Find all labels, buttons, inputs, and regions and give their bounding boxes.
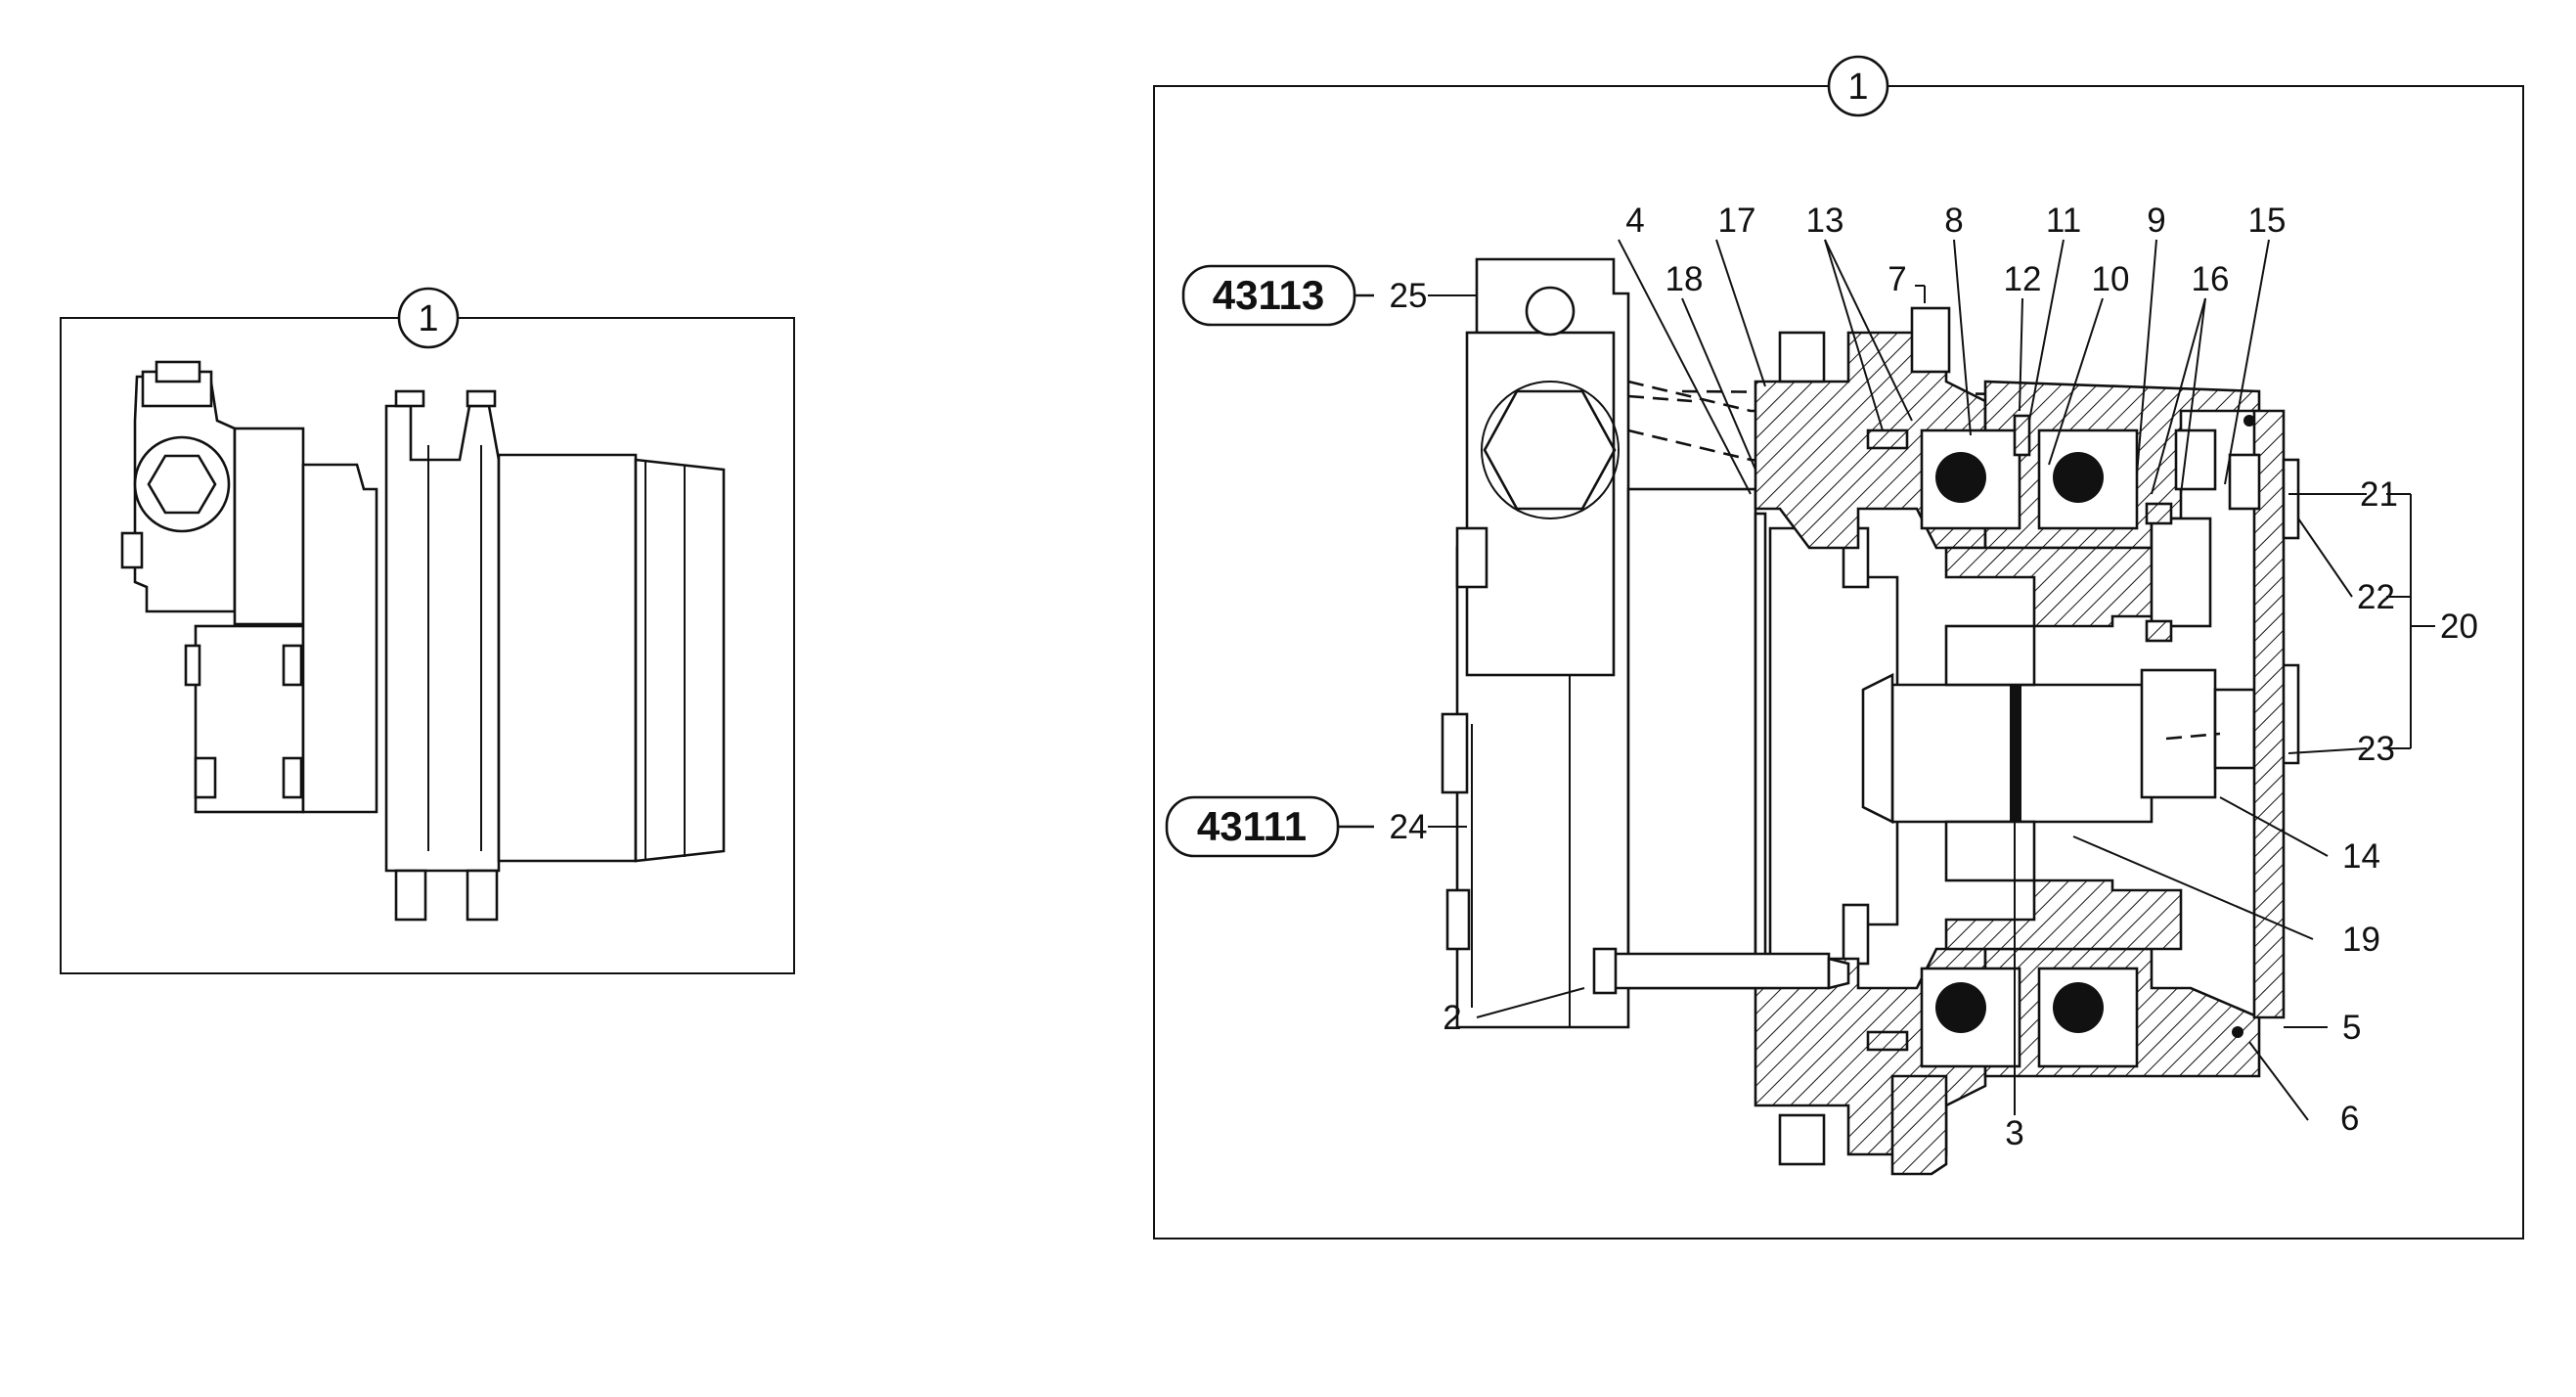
callout-18: 18 [1666,260,1704,298]
callout-8: 8 [1944,202,1963,240]
callout-3: 3 [2005,1114,2023,1152]
callout-2: 2 [1443,999,1461,1037]
callout-12: 12 [2004,260,2042,298]
callout-21: 21 [2360,475,2398,514]
callout-11: 11 [2046,202,2081,240]
ref-box-43111-label: 43111 [1197,803,1307,849]
callout-20: 20 [2440,608,2478,646]
assembly-bubble-left-label: 1 [418,298,438,339]
callout-22: 22 [2357,578,2395,616]
callout-15: 15 [2248,202,2287,240]
callout-24: 24 [1390,808,1428,846]
ref-box-43113-label: 43113 [1213,272,1324,318]
exterior-view: 1 [60,287,795,974]
callout-10: 10 [2092,260,2130,298]
callout-14: 14 [2342,837,2380,876]
callout-13: 13 [1806,202,1844,240]
callout-4: 4 [1625,202,1644,240]
leader-lines [1428,239,2435,1121]
callout-7: 7 [1888,260,1906,298]
callout-16: 16 [2192,260,2230,298]
callout-19: 19 [2342,921,2380,959]
callout-labels: 4 17 13 8 11 9 15 18 7 12 10 16 21 22 20… [1390,202,2478,1152]
motor-exterior-drawing [120,360,726,922]
ref-box-43113: 43113 [1181,264,1374,327]
callout-9: 9 [2147,202,2165,240]
assembly-bubble-right: 1 [1827,55,1889,117]
ref-box-43111: 43111 [1165,795,1374,858]
callout-5: 5 [2342,1009,2361,1047]
callout-25: 25 [1390,277,1428,315]
callout-6: 6 [2340,1100,2359,1138]
callout-17: 17 [1718,202,1756,240]
assembly-bubble-left: 1 [397,287,460,349]
assembly-bubble-right-label: 1 [1847,67,1868,108]
motor-cross-section [1441,257,2300,1176]
callout-23: 23 [2357,730,2395,768]
section-view: 1 [1153,55,2524,1239]
